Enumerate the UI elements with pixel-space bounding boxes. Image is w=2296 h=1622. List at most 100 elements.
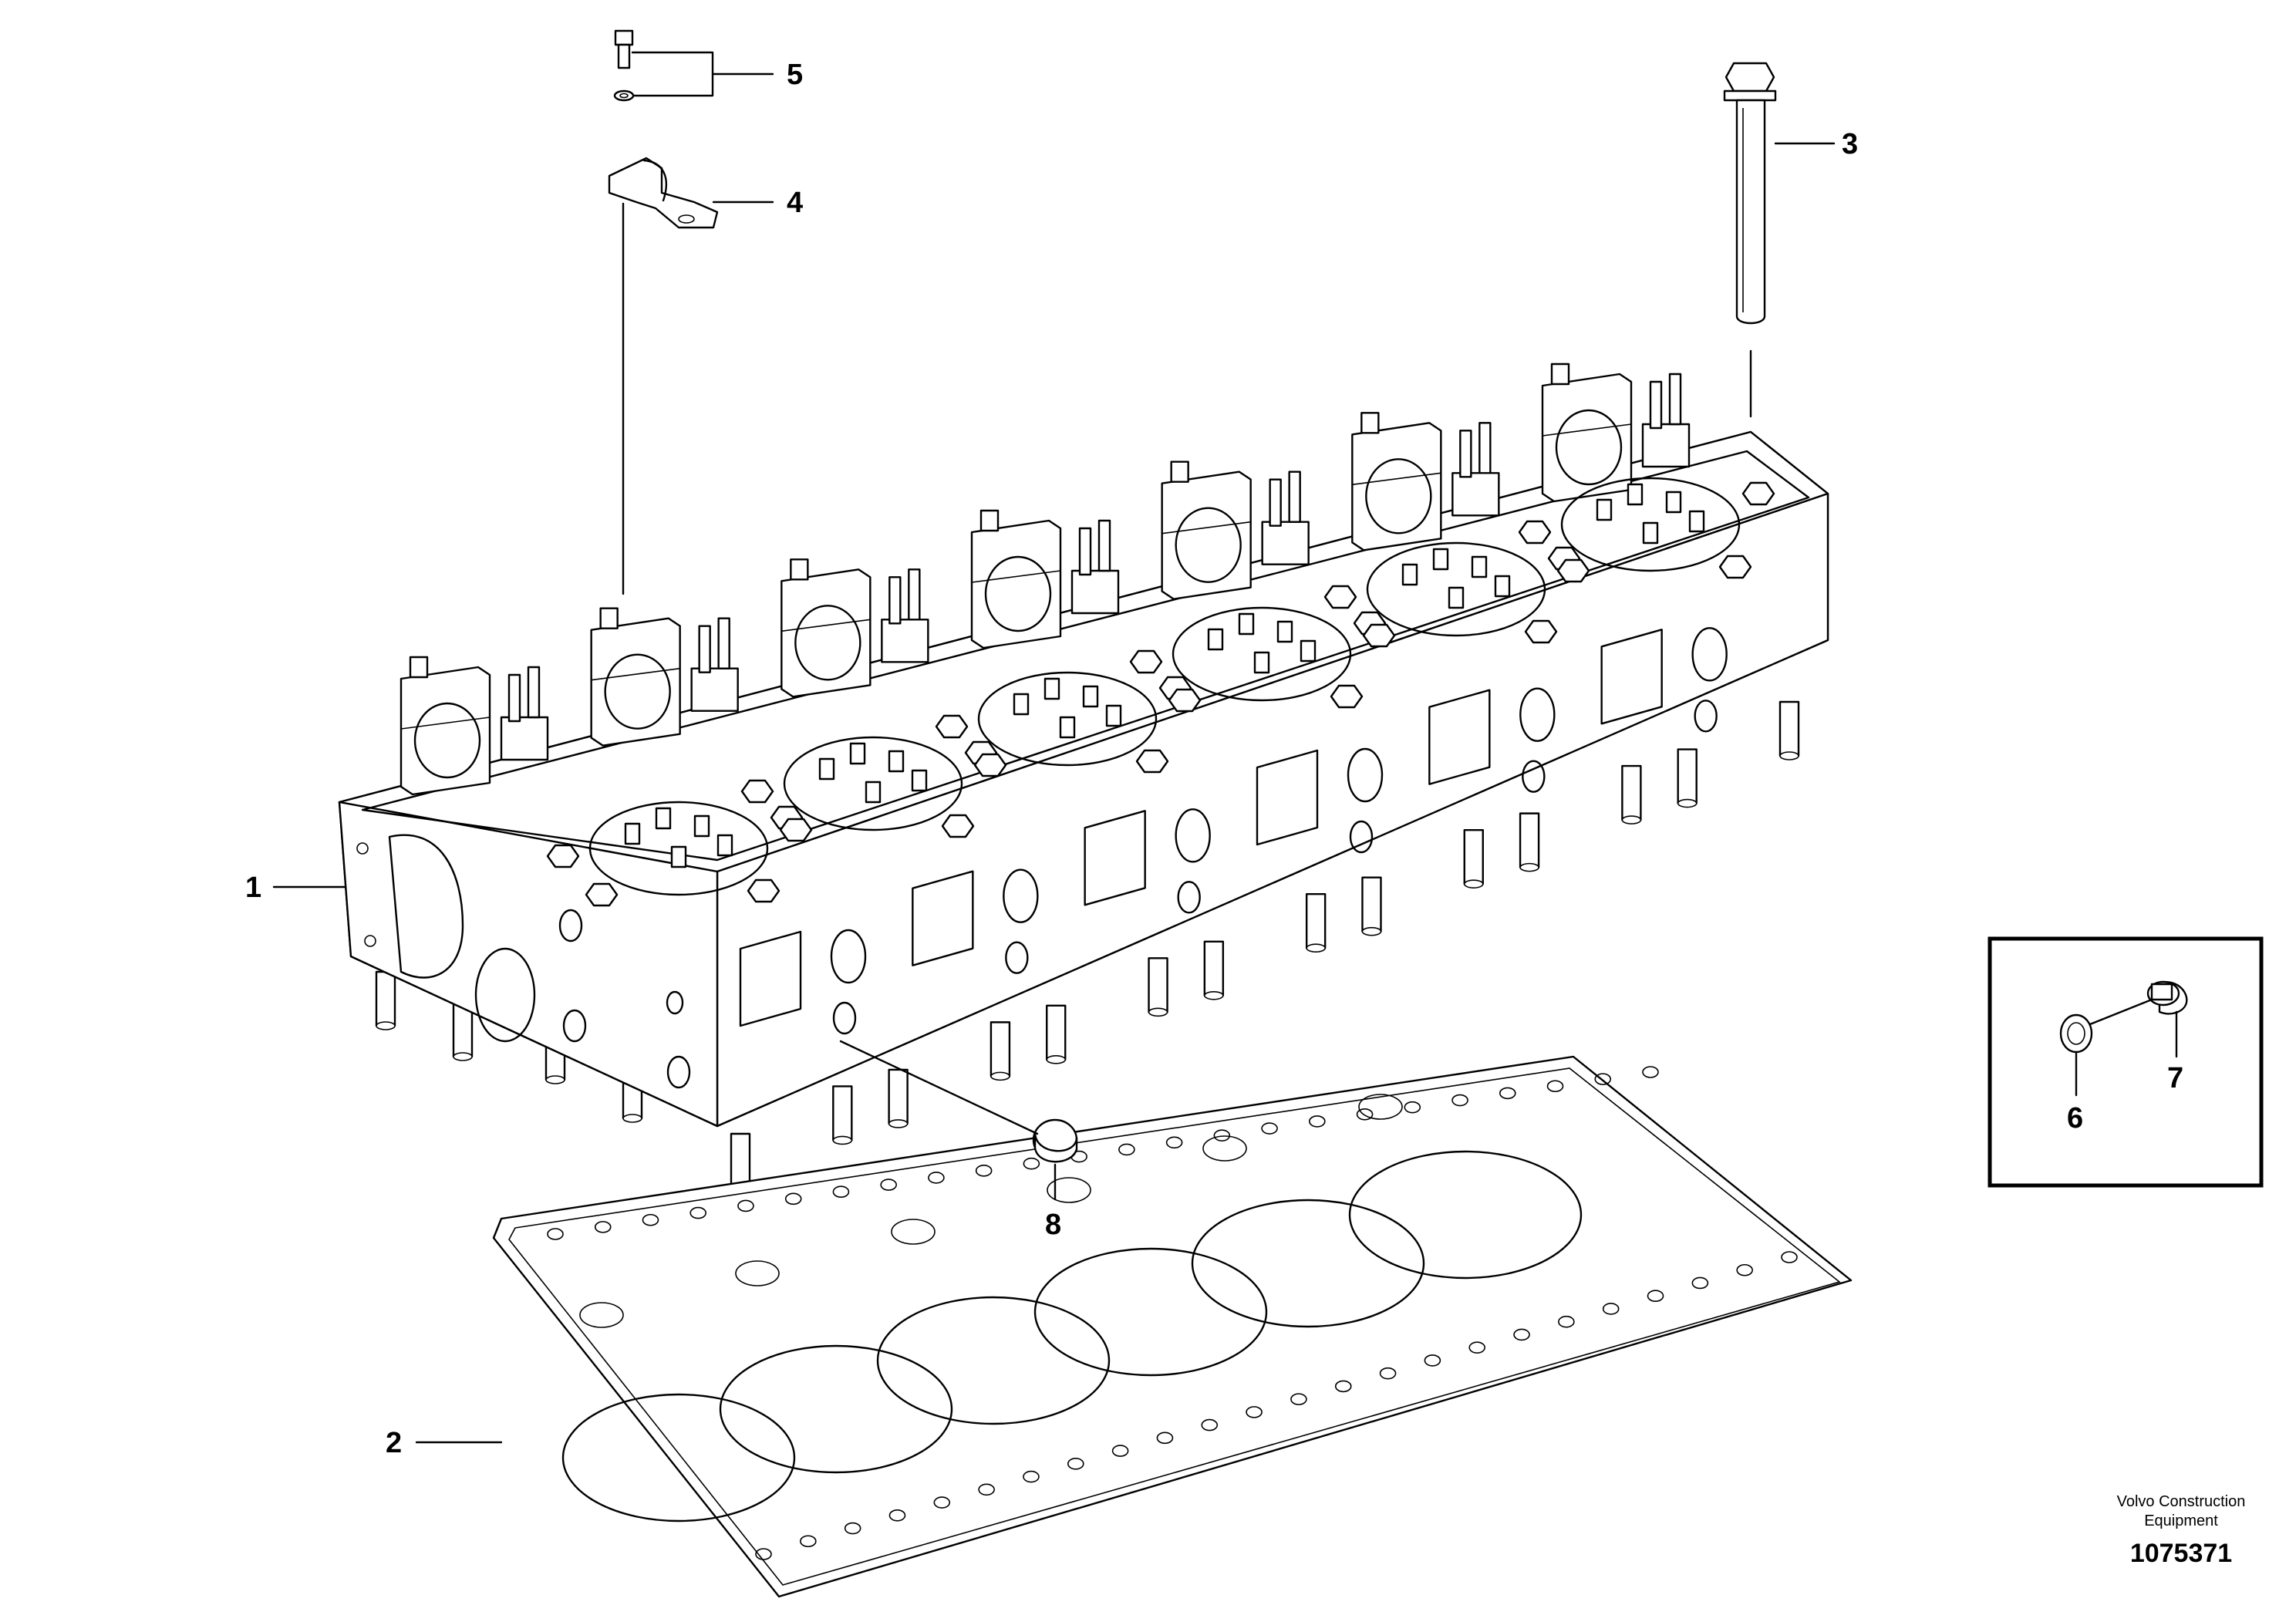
head-nut (1168, 688, 1202, 713)
stud (1148, 957, 1168, 1013)
cap-screw (790, 558, 809, 581)
cap-bolt (527, 666, 541, 719)
valve-stem (1105, 704, 1122, 727)
bearing-bore (984, 555, 1052, 632)
cap-bolt (1269, 478, 1282, 527)
bearing-bore (1175, 507, 1242, 583)
intake-port (1600, 629, 1663, 725)
valve-stem (1013, 693, 1030, 716)
cap-block (1261, 521, 1310, 565)
gasket-oil-passage (1358, 1094, 1403, 1120)
cap-screw (599, 607, 619, 629)
cap-split (1352, 472, 1441, 486)
valve-stem (1642, 521, 1659, 545)
valve-stem (1043, 677, 1060, 700)
gasket-oil-passage (1047, 1177, 1091, 1203)
gasket-hole (1213, 1129, 1231, 1141)
stud (1778, 700, 1800, 757)
stud-end (1677, 798, 1698, 808)
stud (730, 1132, 751, 1189)
head-nut (546, 844, 580, 868)
valve-pocket (1366, 541, 1546, 637)
valve-stem (849, 742, 866, 765)
stud-end (1306, 943, 1326, 953)
stud (888, 1068, 909, 1125)
port-hole (1003, 868, 1039, 923)
gasket-hole (689, 1206, 707, 1219)
gasket-hole (928, 1172, 945, 1184)
head-nut (973, 753, 1007, 777)
gasket-cylinder-bores (561, 1150, 1583, 1523)
stud (375, 970, 396, 1027)
head-nut (1718, 555, 1752, 579)
gasket-hole (1602, 1303, 1620, 1315)
stud (1046, 1004, 1067, 1061)
stud-end (1204, 990, 1224, 1000)
gasket-hole (1691, 1276, 1709, 1290)
reference-number: 1075371 (2130, 1539, 2232, 1568)
gasket-hole (1499, 1087, 1516, 1100)
valve-pocket (977, 671, 1158, 767)
gasket-oil-passage (735, 1260, 780, 1286)
head-nut (1323, 585, 1357, 609)
cap-bolt (717, 617, 730, 669)
stud-end (1046, 1055, 1067, 1064)
gasket-hole (1451, 1094, 1468, 1107)
gasket-hole (1356, 1108, 1374, 1121)
camshaft-bearing-caps (400, 363, 1691, 796)
gasket-hole (1647, 1290, 1664, 1303)
stud-end (1361, 926, 1382, 936)
gasket-hole (1165, 1136, 1183, 1149)
cap-bolt (1078, 527, 1092, 576)
cap-split (1161, 521, 1251, 534)
valve-pocket (588, 801, 769, 896)
stud (1621, 764, 1642, 821)
valve-stem (1688, 510, 1705, 533)
head-nut (941, 814, 975, 838)
callout-2: 2 (386, 1427, 402, 1459)
valve-stem (1082, 685, 1099, 708)
gasket-hole (1290, 1393, 1307, 1405)
stud (1361, 876, 1382, 932)
valve-stem (1059, 716, 1076, 739)
brand-line-2: Equipment (2144, 1512, 2218, 1529)
cap-bolt (888, 576, 902, 625)
valve-stem (888, 750, 905, 773)
stud-end (1779, 751, 1799, 760)
stud (1519, 812, 1540, 868)
head-nut (585, 882, 619, 907)
intake-port (1256, 749, 1319, 846)
gasket-hole (1246, 1406, 1263, 1418)
valve-stem (1471, 555, 1488, 578)
cap-screw (979, 509, 1000, 532)
cap-bolt (1668, 373, 1682, 426)
screw-and-washer (613, 29, 635, 102)
brand-line-1: Volvo Construction (2117, 1493, 2246, 1510)
intake-port (912, 870, 974, 966)
cap-split (781, 619, 871, 632)
head-nut (935, 714, 969, 739)
head-nut (1741, 481, 1775, 506)
gasket-hole (1594, 1073, 1612, 1085)
cap-bolt (698, 625, 711, 673)
head-nut (1362, 623, 1396, 648)
valve-stem (1401, 563, 1418, 586)
gasket-hole (975, 1165, 993, 1177)
cap-split (971, 570, 1061, 583)
valve-stem (1432, 548, 1449, 571)
gasket-hole (1404, 1101, 1421, 1114)
cap-screw (1550, 363, 1570, 386)
stud (990, 1021, 1011, 1077)
gasket-bore (1033, 1247, 1268, 1377)
cap-bolt (1478, 422, 1492, 474)
intake-port (1084, 810, 1146, 906)
callout-4: 4 (787, 187, 803, 219)
valve-stem (670, 845, 687, 868)
gasket-hole (800, 1535, 817, 1548)
valve-pocket (1560, 477, 1741, 572)
stud-end (1621, 815, 1642, 824)
head-nut (1518, 520, 1552, 545)
gasket-bore (719, 1344, 953, 1474)
stud-end (1463, 879, 1484, 889)
port-hole-small (1349, 820, 1374, 854)
